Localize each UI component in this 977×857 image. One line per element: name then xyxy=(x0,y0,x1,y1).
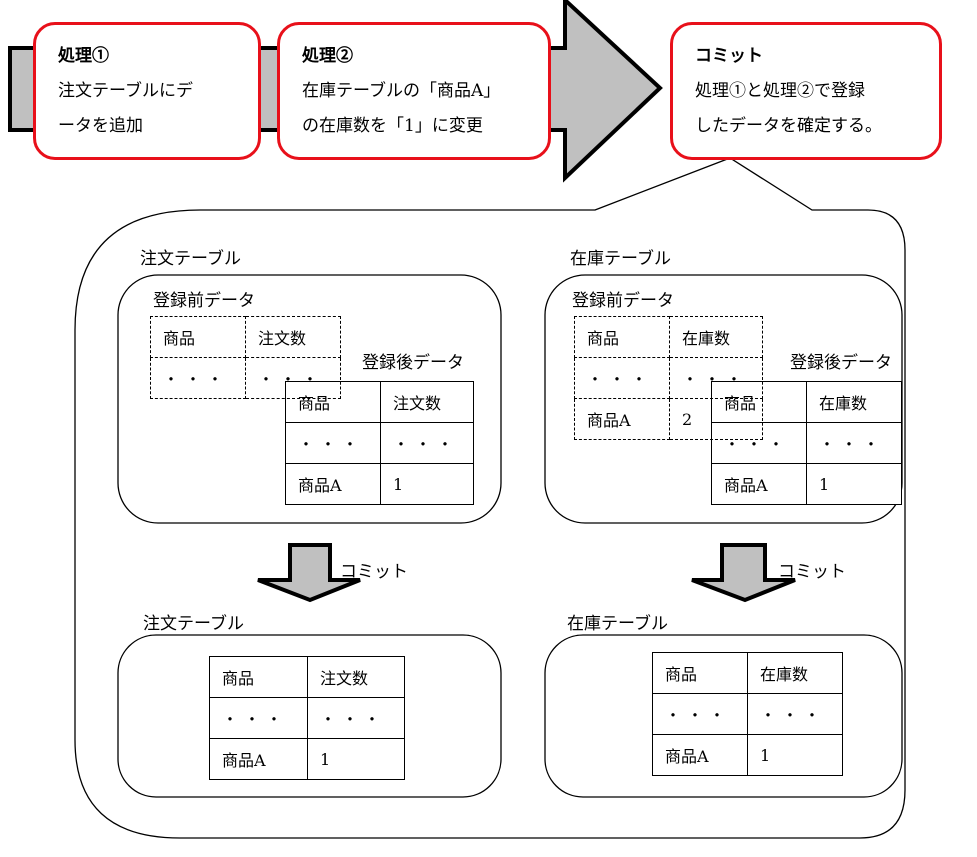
cell-qty: 1 xyxy=(806,463,902,505)
header-order-qty: 注文数 xyxy=(307,656,405,698)
stock-result-table: 商品 在庫数 ・・・ ・・・ 商品A 1 xyxy=(652,652,843,776)
cell-qty: 2 xyxy=(669,398,763,440)
table-row: ・・・ ・・・ xyxy=(209,697,405,739)
order-result-table: 商品 注文数 ・・・ ・・・ 商品A 1 xyxy=(209,656,405,780)
stock-before-table: 商品 在庫数 ・・・ ・・・ 商品A 2 xyxy=(574,316,763,440)
cell-product: ・・・ xyxy=(285,422,381,464)
header-product: 商品 xyxy=(209,656,308,698)
commit-box-line-2: したデータを確定する。 xyxy=(695,116,882,136)
header-order-qty: 注文数 xyxy=(245,316,341,358)
order-table-title: 注文テーブル xyxy=(140,249,241,269)
table-header-row: 商品 注文数 xyxy=(150,316,341,358)
header-product: 商品 xyxy=(652,652,748,694)
header-order-qty: 注文数 xyxy=(380,381,474,423)
header-product: 商品 xyxy=(150,316,246,358)
commit-box: コミット 処理①と処理②で登録 したデータを確定する。 xyxy=(670,22,942,160)
commit-box-line-1: 処理①と処理②で登録 xyxy=(695,81,865,101)
order-commit-label: コミット xyxy=(340,562,408,582)
order-commit-arrow xyxy=(257,543,361,603)
cell-product: ・・・ xyxy=(209,697,308,739)
table-row: 商品A 1 xyxy=(711,463,902,505)
cell-qty: ・・・ xyxy=(307,697,405,739)
stock-result-title: 在庫テーブル xyxy=(567,614,668,634)
table-row: ・・・ ・・・ xyxy=(652,693,843,735)
table-header-row: 商品 在庫数 xyxy=(574,316,763,358)
cell-qty: ・・・ xyxy=(747,693,843,735)
cell-product: 商品A xyxy=(209,738,308,780)
header-stock-qty: 在庫数 xyxy=(806,381,902,423)
table-row: 商品A 1 xyxy=(285,463,474,505)
cell-qty: 1 xyxy=(307,738,405,780)
table-row: 商品A 2 xyxy=(574,398,763,440)
header-product: 商品 xyxy=(574,316,670,358)
order-after-table: 商品 注文数 ・・・ ・・・ 商品A 1 xyxy=(285,381,474,505)
stock-commit-label: コミット xyxy=(778,562,846,582)
process-1-title: 処理① xyxy=(58,46,109,66)
stock-before-label: 登録前データ xyxy=(572,291,674,311)
cell-product: ・・・ xyxy=(574,357,670,399)
table-header-row: 商品 在庫数 xyxy=(652,652,843,694)
table-row: ・・・ ・・・ xyxy=(150,357,341,399)
header-stock-qty: 在庫数 xyxy=(669,316,763,358)
cell-product: 商品A xyxy=(574,398,670,440)
process-2-line-2: の在庫数を「1」に変更 xyxy=(302,116,483,136)
order-after-label: 登録後データ xyxy=(362,353,464,373)
table-header-row: 商品 注文数 xyxy=(209,656,405,698)
cell-product: 商品A xyxy=(285,463,381,505)
cell-product: ・・・ xyxy=(652,693,748,735)
cell-qty: ・・・ xyxy=(806,422,902,464)
order-result-title: 注文テーブル xyxy=(143,614,244,634)
cell-product: ・・・ xyxy=(150,357,246,399)
process-1-box: 処理① 注文テーブルにデ ータを追加 xyxy=(33,22,261,160)
cell-product: 商品A xyxy=(652,734,748,776)
cell-qty: 1 xyxy=(380,463,474,505)
table-row: 商品A 1 xyxy=(209,738,405,780)
table-row: ・・・ ・・・ xyxy=(574,357,763,399)
process-1-line-1: 注文テーブルにデ xyxy=(58,81,193,101)
cell-qty: ・・・ xyxy=(245,357,341,399)
process-2-box: 処理② 在庫テーブルの「商品A」 の在庫数を「1」に変更 xyxy=(277,22,551,160)
table-row: 商品A 1 xyxy=(652,734,843,776)
order-before-table: 商品 注文数 ・・・ ・・・ xyxy=(150,316,341,399)
table-row: ・・・ ・・・ xyxy=(285,422,474,464)
stock-commit-arrow xyxy=(691,543,796,603)
cell-product: 商品A xyxy=(711,463,807,505)
cell-qty: ・・・ xyxy=(380,422,474,464)
cell-qty: ・・・ xyxy=(669,357,763,399)
process-2-line-1: 在庫テーブルの「商品A」 xyxy=(302,81,501,101)
stock-table-title: 在庫テーブル xyxy=(570,249,671,269)
header-stock-qty: 在庫数 xyxy=(747,652,843,694)
cell-qty: 1 xyxy=(747,734,843,776)
process-1-line-2: ータを追加 xyxy=(58,116,143,136)
commit-box-title: コミット xyxy=(695,46,763,66)
process-2-title: 処理② xyxy=(302,46,353,66)
stock-after-label: 登録後データ xyxy=(790,353,892,373)
order-before-label: 登録前データ xyxy=(153,291,255,311)
